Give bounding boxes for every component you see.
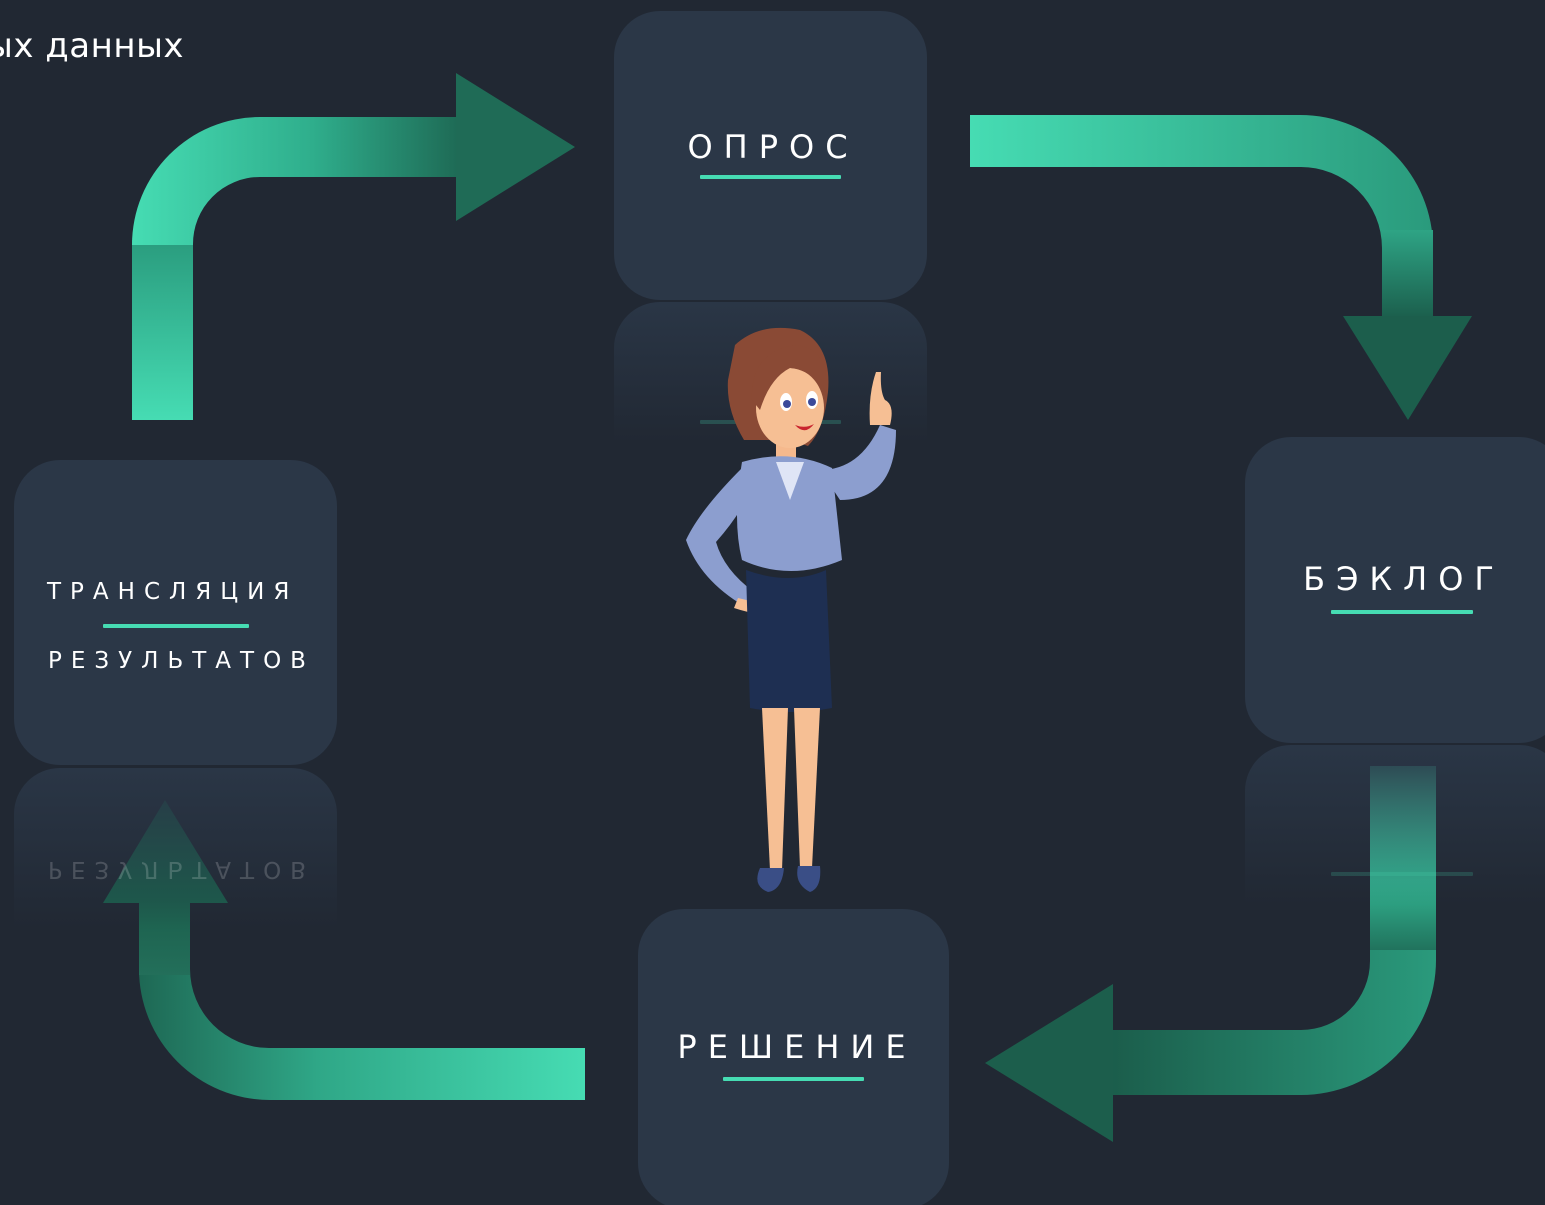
broadcast-underline [103,624,249,628]
broadcast-card [14,460,337,765]
slide-title: ых данных [0,26,185,66]
backlog-card [1245,437,1545,743]
broadcast-label-line1: ТРАНСЛЯЦИЯ [47,579,299,605]
broadcast-label-line2: РЕЗУЛЬТАТОВ [48,648,315,674]
backlog-label: БЭКЛОГ [1303,560,1505,598]
decision-card [638,909,949,1205]
backlog-underline-reflection [1331,872,1473,876]
backlog-underline [1331,610,1473,614]
backlog-card-reflection [1245,745,1545,905]
arrow-poll-to-backlog [970,115,1472,420]
broadcast-card-reflection [14,768,337,928]
poll-card [614,11,927,300]
decision-label: РЕШЕНИЕ [677,1028,917,1066]
poll-label: ОПРОС [687,128,859,166]
decision-underline [723,1077,864,1081]
arrow-broadcast-to-poll [132,73,575,420]
poll-underline [700,175,841,179]
